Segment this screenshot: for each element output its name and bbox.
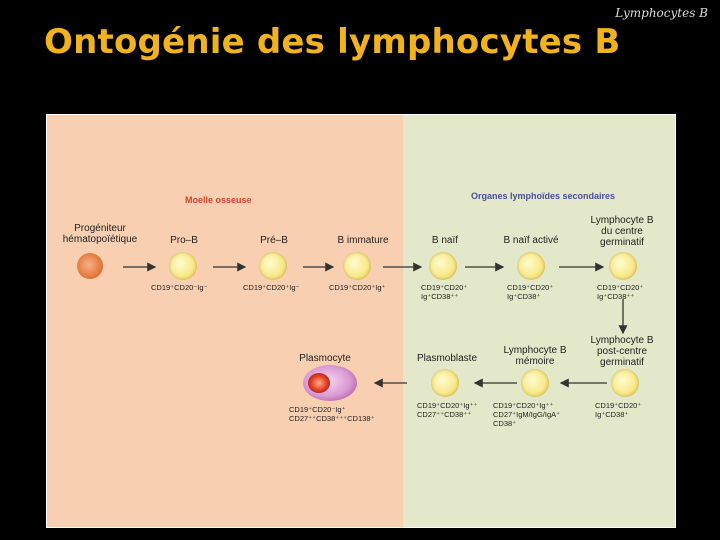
post-germinal-b-cell	[611, 369, 639, 397]
plasmablast-cell	[431, 369, 459, 397]
memory-b-markers-line3: CD38⁺	[493, 419, 517, 428]
arrows-layer	[123, 262, 628, 388]
naive-b-markers-line1: CD19⁺CD20⁺	[421, 283, 468, 292]
post-germinal-b-markers-line2: Ig⁺CD38⁺	[595, 410, 629, 419]
bone-marrow-title: Moelle osseuse	[185, 195, 252, 205]
post-germinal-b-line1: Lymphocyte B	[590, 335, 654, 346]
slide-title: Ontogénie des lymphocytes B	[44, 22, 621, 62]
germinal-center-b-markers-line2: Ig⁺CD38⁺⁺	[597, 292, 635, 301]
germinal-center-b-markers-line1: CD19⁺CD20⁺	[597, 283, 644, 292]
plasmocyte-markers-line2: CD27⁺⁺CD38⁺⁺⁺CD138⁺	[289, 414, 375, 423]
germinal-center-b-markers: CD19⁺CD20⁺ Ig⁺CD38⁺⁺	[597, 283, 643, 301]
ontogeny-diagram: Moelle osseuse Organes lymphoïdes second…	[46, 114, 676, 528]
memory-b-markers-line1: CD19⁺CD20⁺Ig⁺⁺	[493, 401, 554, 410]
memory-b-markers-line2: CD27⁺IgM/IgG/IgA⁺	[493, 410, 561, 419]
plasmocyte-markers: CD19⁺CD20⁻Ig⁺ CD27⁺⁺CD38⁺⁺⁺CD138⁺	[289, 405, 374, 423]
activated-naive-b-markers: CD19⁺CD20⁺ Ig⁺CD38⁺	[507, 283, 553, 301]
memory-b-line2: mémoire	[515, 356, 555, 367]
germinal-center-b-line2: du centre	[601, 226, 643, 237]
plasmablast-markers-line1: CD19⁺CD20⁺Ig⁺⁺	[417, 401, 478, 410]
plasmocyte-markers-line1: CD19⁺CD20⁻Ig⁺	[289, 405, 346, 414]
memory-b-line1: Lymphocyte B	[503, 345, 567, 356]
bone-marrow-zone	[47, 115, 403, 527]
plasmablast-markers-line2: CD27⁺⁺CD38⁺⁺	[417, 410, 472, 419]
plasmablast-markers: CD19⁺CD20⁺Ig⁺⁺ CD27⁺⁺CD38⁺⁺	[417, 401, 477, 419]
post-germinal-b-markers: CD19⁺CD20⁺ Ig⁺CD38⁺	[595, 401, 641, 419]
plasmocyte-cell	[303, 365, 357, 401]
progenitor-cell	[77, 253, 103, 279]
secondary-organs-zone	[403, 115, 675, 527]
secondary-organs-title: Organes lymphoïdes secondaires	[471, 191, 616, 201]
activated-naive-b-cell	[517, 252, 545, 280]
naive-b-cell	[429, 252, 457, 280]
activated-naive-b-markers-line2: Ig⁺CD38⁺	[507, 292, 541, 301]
pre-b-cell	[259, 252, 287, 280]
post-germinal-b-line3: germinatif	[600, 357, 644, 368]
pre-b-markers: CD19⁺CD20⁺Ig⁻	[243, 283, 300, 292]
immature-b-label: B immature	[337, 235, 389, 246]
pro-b-cell	[169, 252, 197, 280]
naive-b-markers-line2: Ig⁺CD38⁺⁺	[421, 292, 459, 301]
germinal-center-b-line3: germinatif	[600, 237, 644, 248]
post-germinal-b-label: Lymphocyte B post-centre germinatif	[579, 335, 665, 368]
post-germinal-b-markers-line1: CD19⁺CD20⁺	[595, 401, 642, 410]
plasmablast-label: Plasmoblaste	[416, 353, 478, 364]
progenitor-label: Progéniteur hématopoïétique	[55, 223, 145, 245]
pro-b-markers: CD19⁺CD20⁻Ig⁻	[151, 283, 208, 292]
activated-naive-b-markers-line1: CD19⁺CD20⁺	[507, 283, 554, 292]
germinal-center-b-label: Lymphocyte B du centre germinatif	[579, 215, 665, 248]
pro-b-label: Pro–B	[170, 235, 198, 246]
naive-b-label: B naïf	[431, 235, 459, 246]
memory-b-markers: CD19⁺CD20⁺Ig⁺⁺ CD27⁺IgM/IgG/IgA⁺ CD38⁺	[493, 401, 560, 428]
immature-b-cell	[343, 252, 371, 280]
memory-b-label: Lymphocyte B mémoire	[493, 345, 577, 367]
memory-b-cell	[521, 369, 549, 397]
activated-naive-b-label: B naïf activé	[503, 235, 559, 246]
naive-b-markers: CD19⁺CD20⁺ Ig⁺CD38⁺⁺	[421, 283, 467, 301]
germinal-center-b-line1: Lymphocyte B	[590, 215, 654, 226]
plasmocyte-label: Plasmocyte	[299, 353, 351, 364]
progenitor-label-line2: hématopoïétique	[62, 234, 138, 245]
pre-b-label: Pré–B	[260, 235, 288, 246]
immature-b-markers: CD19⁺CD20⁺Ig⁺	[329, 283, 386, 292]
post-germinal-b-line2: post-centre	[596, 346, 648, 357]
corner-label: Lymphocytes B	[615, 6, 708, 20]
progenitor-label-line1: Progéniteur	[74, 223, 126, 234]
germinal-center-b-cell	[609, 252, 637, 280]
